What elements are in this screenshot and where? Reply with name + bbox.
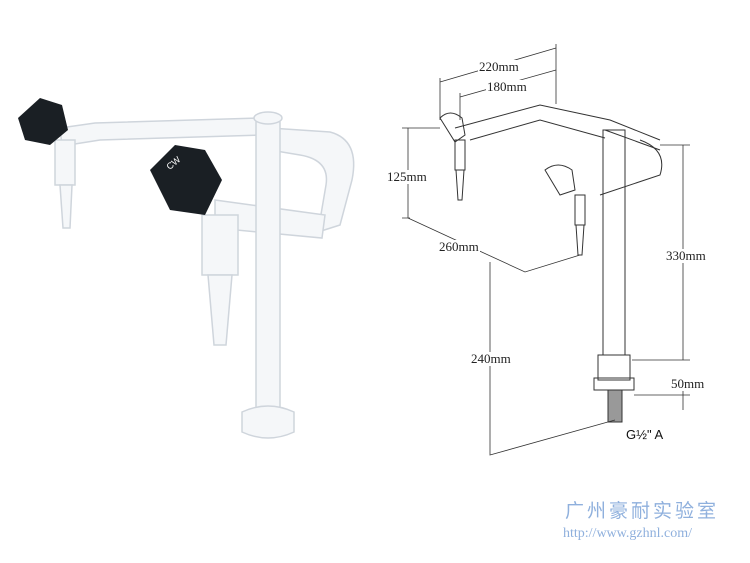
front-outlet: [201, 214, 239, 276]
dimension-label-330: 330mm: [665, 248, 707, 263]
watermark-company: 广州豪耐实验室: [565, 500, 720, 522]
front-nozzle: [207, 274, 233, 346]
side-arm: [269, 127, 355, 234]
dimension-label-220: 220mm: [478, 59, 520, 74]
knob-icon: [18, 98, 222, 215]
dimension-label-50: 50mm: [670, 376, 706, 391]
dimension-label-260: 260mm: [438, 239, 480, 254]
thread-spec-label: G½" A: [626, 427, 664, 442]
faucet-photo: [54, 111, 355, 439]
rear-arm: [59, 117, 263, 147]
faucet-drawing: [439, 104, 663, 423]
dimension-label-125: 125mm: [386, 169, 428, 184]
dimension-label-180: 180mm: [486, 79, 528, 94]
base-foot: [241, 405, 295, 439]
left-nozzle: [59, 184, 73, 229]
watermark-url: http://www.gzhnl.com/: [563, 526, 692, 541]
column: [255, 114, 281, 416]
dimension-label-240: 240mm: [470, 351, 512, 366]
left-outlet: [54, 139, 76, 186]
column-cap: [253, 111, 283, 125]
